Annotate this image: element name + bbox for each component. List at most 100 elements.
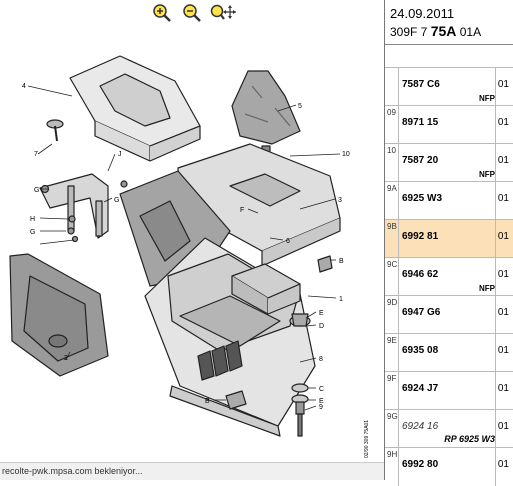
exploded-parts-diagram: 4 5 7 J G 10 G 3 F H G 6 B 1 E D 8 C B 9… [9,55,370,458]
drawing-stamp: 02/90 309 75A01 [364,420,370,458]
callout-10: 10 [342,151,350,158]
callout-g2: G [114,197,119,204]
callout-4: 4 [22,83,26,90]
callout-e2: E [319,398,324,405]
callout-7: 7 [34,151,38,158]
toolbar [0,0,384,26]
row-position: 9G [385,410,399,448]
part-reference: 6935 08 [402,345,439,356]
mounting-bracket [39,173,128,243]
row-position: 9C [385,258,399,296]
part-note: NFP [479,170,495,179]
zoom-move-icon[interactable] [210,3,236,23]
row-position: 10 [385,144,399,182]
screw-part [46,119,64,142]
part-reference: 7587 20 [402,155,439,166]
callout-9: 9 [319,404,323,411]
column-divider [495,334,496,372]
callout-d: D [319,323,324,330]
row-position: 9F [385,372,399,410]
part-quantity: 01 [497,231,509,242]
callout-e: E [319,310,324,317]
zoom-in-icon[interactable] [152,3,172,23]
part-note: NFP [479,94,495,103]
row-position: 9E [385,334,399,372]
part-quantity: 01 [497,117,509,128]
callout-g: G [34,187,39,194]
column-divider [495,372,496,410]
callout-3: 3 [338,197,342,204]
part-quantity: 01 [497,79,509,90]
column-divider [495,106,496,144]
callout-5: 5 [298,103,302,110]
column-divider [495,68,496,106]
status-bar: recolte-pwk.mpsa.com bekleniyor... [0,462,384,480]
part-quantity: 01 [497,421,509,432]
callout-b2: B [205,398,210,405]
part-reference: 7587 C6 [402,79,440,90]
part-reference: 6992 80 [402,459,439,470]
callout-g3: G [30,229,35,236]
column-divider [495,220,496,258]
bezel-part-4 [69,55,201,162]
part-note: RP 6925 W3 [444,434,495,444]
row-position: 9H [385,448,399,486]
column-divider [495,144,496,182]
callout-b: B [339,258,344,265]
header-divider [385,44,513,45]
header-code: 309F 7 75A 01A [390,23,482,39]
column-divider [495,410,496,448]
row-position: 9A [385,182,399,220]
bushing-parts [289,313,311,437]
part-reference: 6947 G6 [402,307,441,318]
callout-1: 1 [339,296,343,303]
part-quantity: 01 [497,459,509,470]
part-quantity: 01 [497,307,509,318]
callout-h: H [30,216,35,223]
part-reference: 6992 81 [402,231,439,242]
callout-j: J [118,151,122,158]
row-position: 09 [385,106,399,144]
header-date: 24.09.2011 [390,6,455,21]
callout-f: F [240,207,244,214]
column-divider [495,296,496,334]
panel-divider [384,0,385,480]
callout-6: 6 [286,238,290,245]
part-quantity: 01 [497,155,509,166]
part-quantity: 01 [497,193,509,204]
status-text: recolte-pwk.mpsa.com bekleniyor... [2,466,143,476]
part-reference: 6946 62 [402,269,439,280]
column-divider [495,182,496,220]
part-note: NFP [479,284,495,293]
part-quantity: 01 [497,345,509,356]
part-reference: 6924 J7 [402,383,439,394]
front-panel-part-2 [9,253,109,377]
part-quantity: 01 [497,269,509,280]
column-divider [495,448,496,486]
part-reference: 6924 16 [402,421,439,432]
zoom-out-icon[interactable] [182,3,202,23]
part-header: 24.09.2011 309F 7 75A 01A [385,0,513,62]
row-position: 9B [385,220,399,258]
clip-part-b [225,255,333,410]
callout-c: C [319,386,324,393]
tray-part-6 [231,263,301,315]
callout-2: 2 [64,355,68,362]
row-position: 9D [385,296,399,334]
part-quantity: 01 [497,383,509,394]
column-divider [495,258,496,296]
callout-8: 8 [319,356,323,363]
part-reference: 8971 15 [402,117,439,128]
